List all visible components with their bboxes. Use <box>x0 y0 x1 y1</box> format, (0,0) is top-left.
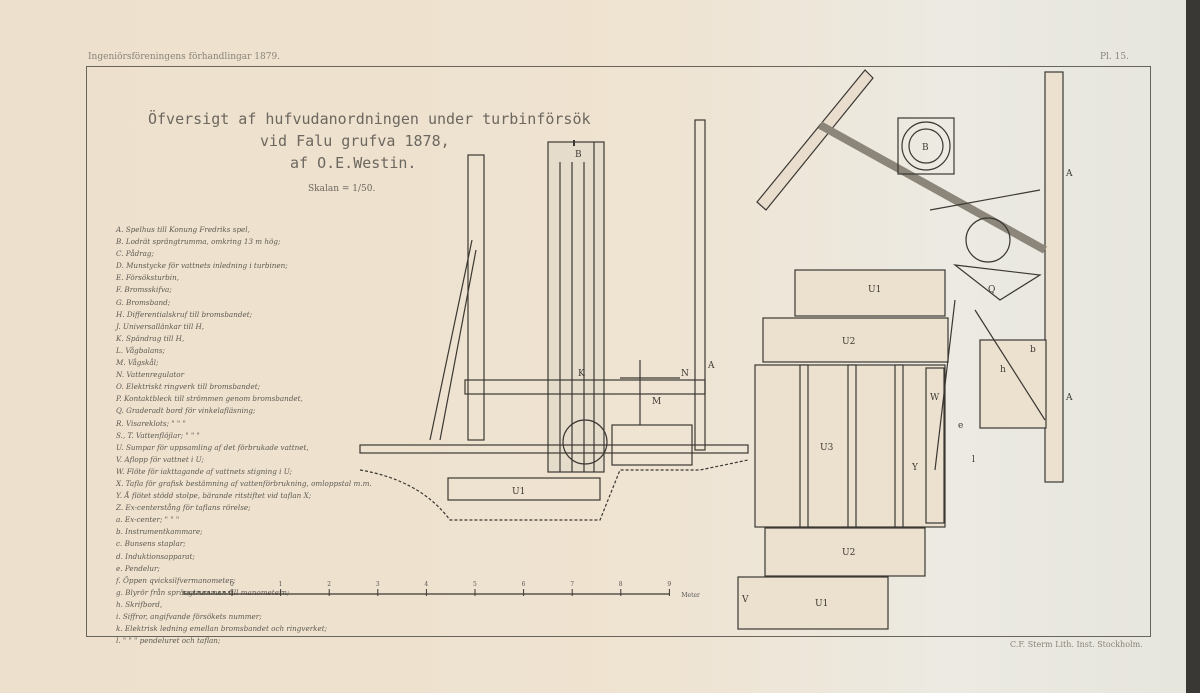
scale-tick-label: 9 <box>667 581 671 588</box>
legend-list: A. Spelhus till Konung Fredriks spel, B. … <box>116 224 372 647</box>
legend-item: G. Bromsband; <box>116 297 171 307</box>
legend-item: K. Spändrag till H, <box>116 333 185 343</box>
label-K: K <box>578 369 585 379</box>
legend-item: P. Kontaktbleck till strömmen genom brom… <box>116 394 303 404</box>
scale-tick-label: 1 <box>279 581 283 588</box>
legend-item: d. Induktionsapparat; <box>116 551 195 561</box>
legend-item: M. Vågskål; <box>116 358 159 368</box>
label-b: b <box>1030 345 1036 355</box>
sump-U1-elevation <box>447 477 601 501</box>
label-U1-lower: U1 <box>815 599 828 609</box>
legend-item: A. Spelhus till Konung Fredriks spel, <box>116 225 250 234</box>
label-Q: Q <box>988 285 995 295</box>
title-line-2: vid Falu grufva 1878, <box>260 132 450 150</box>
scale-unit: Meter <box>681 592 700 599</box>
legend-item: L. Vågbalans; <box>116 345 165 355</box>
spray-drum-elevation <box>547 140 605 473</box>
journal-header: Ingeniörsföreningens förhandlingar 1879. <box>88 52 281 62</box>
label-U1-plan: U1 <box>868 285 881 295</box>
plan-view <box>737 71 1064 630</box>
drum-B-plan <box>901 121 951 171</box>
label-Y: Y <box>911 463 919 473</box>
drawing-labels: B A K M N U1 U1 U2 U3 U2 U1 W V Y Q h b … <box>512 143 1073 609</box>
label-e: e <box>958 421 963 431</box>
legend-item: Q. Graderadt bord för vinkelafläsning; <box>116 406 256 416</box>
label-h: h <box>1000 365 1006 375</box>
label-l: l <box>972 455 975 465</box>
scale-tick-label: 2 <box>327 581 331 588</box>
scale-tick-label: 6 <box>522 581 526 588</box>
label-A: A <box>707 361 715 371</box>
legend-item: b. Instrumentkammare; <box>116 527 203 537</box>
post-A <box>694 119 706 451</box>
legend-item: E. Försöksturbin, <box>116 273 179 283</box>
legend-item: g. Blyrör från sprängtrumman till manome… <box>116 587 290 597</box>
legend-item: C. Pådrag; <box>116 249 154 259</box>
label-N: N <box>681 369 689 379</box>
plate-number: Pl. 15. <box>1100 52 1129 62</box>
scale-tick-label: 4 <box>424 581 428 588</box>
drawing-title: Öfversigt af hufvudanordningen under tur… <box>148 108 591 200</box>
legend-item: V. Aflopp för vattnet i U; <box>116 454 204 464</box>
scale-tick-label: 8 <box>619 581 623 588</box>
turbin-wheel <box>562 419 608 465</box>
scale-tick-label: 5 <box>473 581 477 588</box>
label-B-plan: B <box>922 143 929 153</box>
legend-item: f. Öppen qvicksilfvermanometer; <box>116 575 236 585</box>
legend-item: U. Sumpar för uppsamling af det förbruka… <box>116 442 309 452</box>
legend-item: i. Siffror, angifvande försökets nummer; <box>116 612 262 621</box>
legend-item: Y. Å flötet stödd stolpe, bärande ritsti… <box>116 491 312 501</box>
legend-item: J. Universallänkar till H, <box>116 321 205 331</box>
label-A-plan: A <box>1065 169 1073 179</box>
label-V: V <box>741 595 749 605</box>
legend-item: O. Elektriskt ringverk till bromsbandet; <box>116 382 261 392</box>
scale-tick-label: 0 <box>230 581 234 588</box>
legend-item: W. Flöte för iakttagande af vattnets sti… <box>116 466 292 476</box>
legend-item: c. Bunsens staplar; <box>116 539 186 549</box>
scale-tick-label: 7 <box>570 581 574 588</box>
legend-item: e. Pendelur; <box>116 563 160 573</box>
legend-item: k. Elektrisk ledning emellan bromsbandet… <box>116 624 328 634</box>
printer-credit: C.F. Sterm Lith. Inst. Stockholm. <box>1010 640 1143 649</box>
legend-item: S., T. Vattenflöjlar; " " " <box>116 430 200 440</box>
legend-item: l. " " " pendeluret och taflan; <box>116 636 221 646</box>
legend-item: H. Differentialskruf till bromsbandet; <box>116 309 253 319</box>
graduated-table <box>952 264 1042 301</box>
label-U1: U1 <box>512 487 525 497</box>
legend-item: X. Tafla för grafisk bestämning af vatte… <box>116 478 372 488</box>
label-U3-plan: U3 <box>820 443 834 453</box>
brake-housing <box>611 424 693 466</box>
legend-item: N. Vattenregulator <box>116 370 185 380</box>
title-author: af O.E.Westin. <box>290 154 417 172</box>
label-U2-plan: U2 <box>842 337 855 347</box>
label-U2-lower: U2 <box>842 548 855 558</box>
legend-item: h. Skrifbord, <box>116 599 163 609</box>
plate-border <box>86 66 1151 637</box>
brake-disc-plan <box>965 217 1011 263</box>
legend-item: F. Bromsskifva; <box>116 285 172 295</box>
label-B: B <box>575 150 582 160</box>
label-W: W <box>930 393 940 403</box>
legend-item: D. Munstycke för vattnets inledning i tu… <box>116 261 288 271</box>
label-M: M <box>652 397 661 407</box>
legend-item: Z. Ex-centerstång för taflans rörelse; <box>116 503 251 513</box>
scaffold-frame <box>359 154 749 454</box>
scale-note: Skalan = 1/50. <box>308 184 376 194</box>
legend-item: a. Ex-center; " " " <box>116 515 180 525</box>
legend-item: R. Visareklots; " " " <box>116 418 186 428</box>
label-A-plan-2: A <box>1065 393 1073 403</box>
legend-item: B. Lodrät sprängtrumma, omkring 13 m hög… <box>116 237 281 247</box>
scale-tick-label: 3 <box>376 581 380 588</box>
title-line-1: Öfversigt af hufvudanordningen under tur… <box>148 110 591 128</box>
